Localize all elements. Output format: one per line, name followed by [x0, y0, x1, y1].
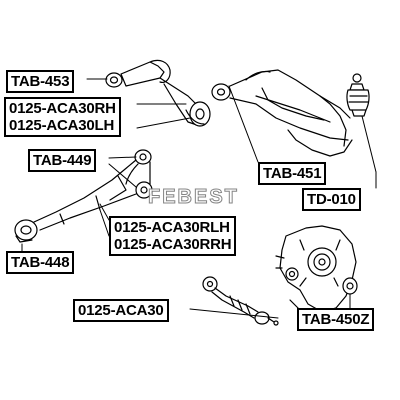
watermark: FEBEST	[148, 186, 239, 209]
part-label-0125-aca30rlh-rrh[interactable]: 0125-ACA30RLH 0125-ACA30RRH	[109, 216, 237, 256]
part-label-0125-aca30[interactable]: 0125-ACA30	[73, 299, 169, 322]
part-number-0125-aca30rrh: 0125-ACA30RRH	[114, 236, 232, 253]
part-label-td-010[interactable]: TD-010	[302, 188, 361, 211]
part-label-tab-448[interactable]: TAB-448	[6, 251, 75, 274]
rear-knuckle	[275, 225, 358, 313]
part-number-0125-aca30lh: 0125-ACA30LH	[9, 117, 115, 134]
leader-lines	[21, 78, 377, 319]
toe-link	[202, 276, 279, 326]
upper-control-arm	[211, 69, 353, 157]
part-label-tab-453[interactable]: TAB-453	[6, 70, 75, 93]
part-label-tab-449[interactable]: TAB-449	[28, 149, 97, 172]
part-label-tab-451[interactable]: TAB-451	[258, 162, 327, 185]
part-label-tab-450z[interactable]: TAB-450Z	[297, 308, 375, 331]
part-number-0125-aca30rh: 0125-ACA30RH	[9, 100, 116, 117]
upper-link-arm	[105, 59, 211, 127]
part-number-0125-aca30rlh: 0125-ACA30RLH	[114, 219, 230, 236]
part-label-0125-aca30rh-lh[interactable]: 0125-ACA30RH 0125-ACA30LH	[4, 97, 121, 137]
bump-stop	[346, 73, 370, 117]
